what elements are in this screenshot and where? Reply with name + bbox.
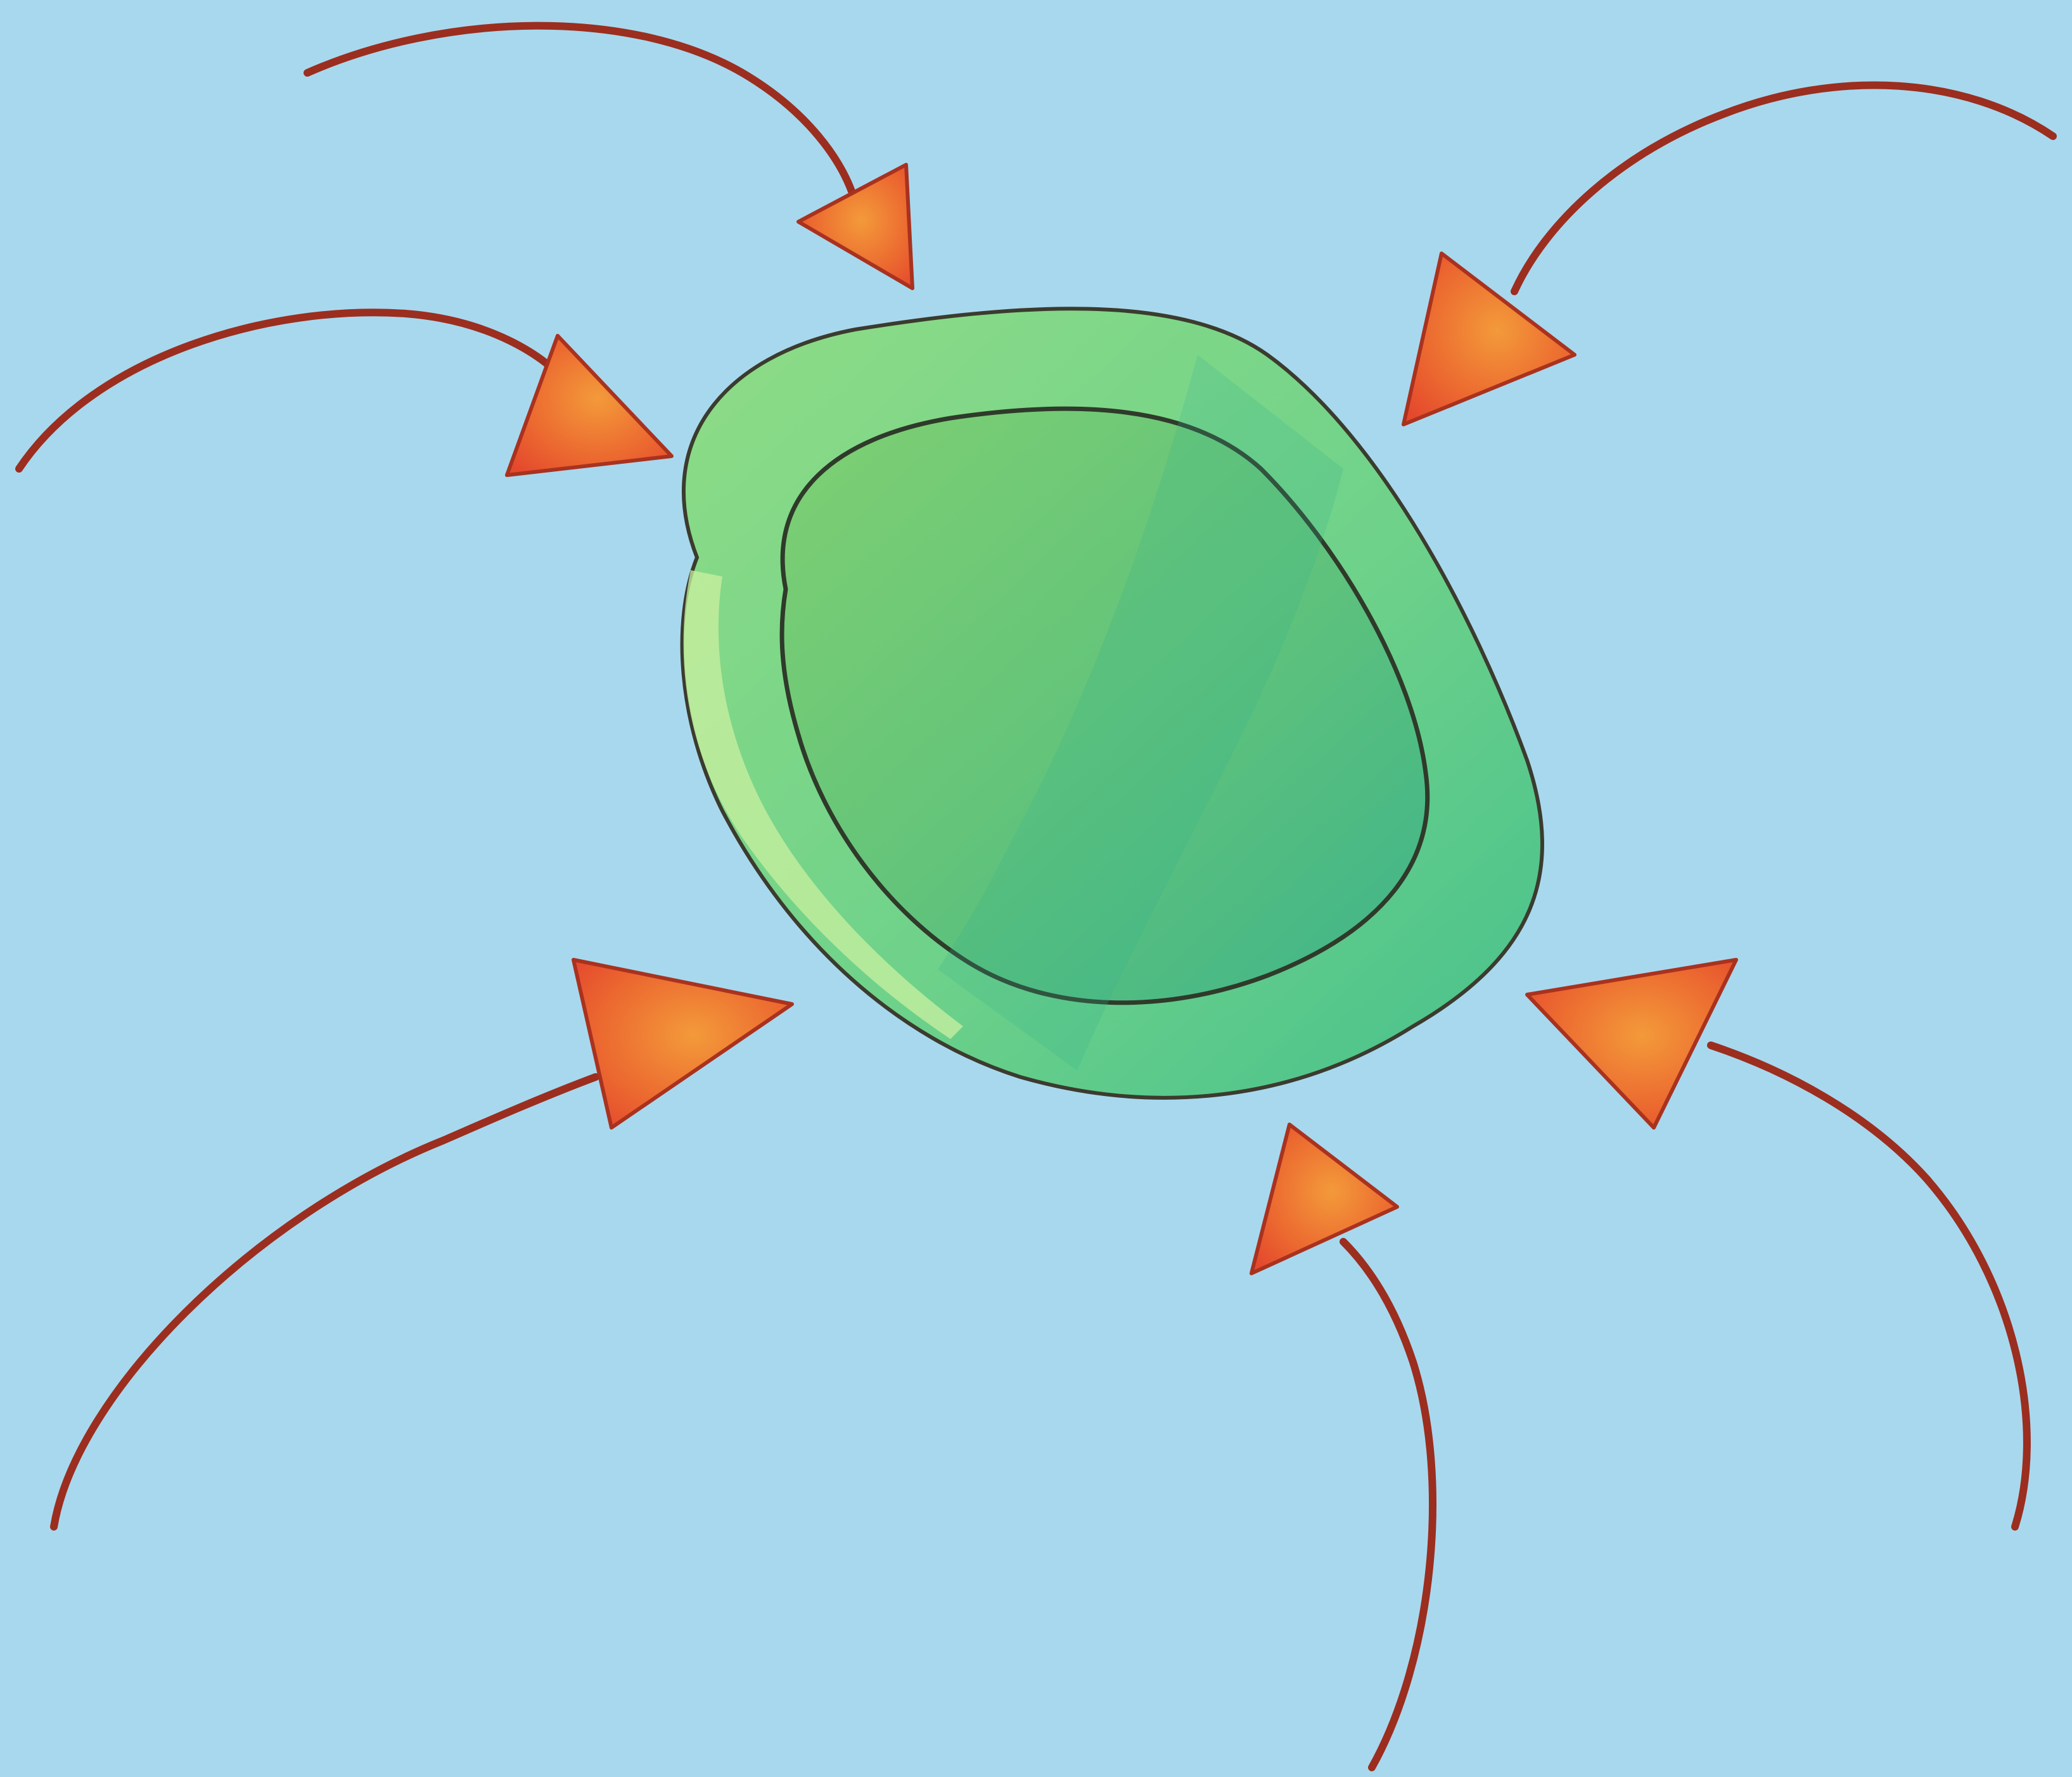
cell-diagram xyxy=(0,0,2072,1777)
